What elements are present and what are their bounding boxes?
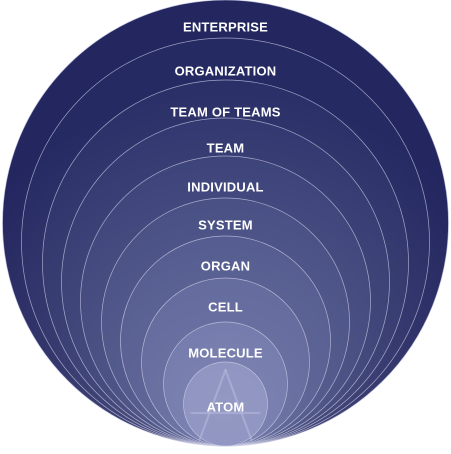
level-label-1: ENTERPRISE xyxy=(183,19,268,34)
level-label-3: TEAM OF TEAMS xyxy=(170,104,280,119)
level-label-6: SYSTEM xyxy=(198,217,253,232)
level-label-9: MOLECULE xyxy=(188,345,263,360)
level-label-4: TEAM xyxy=(207,140,245,155)
atom-mark-stroke xyxy=(198,368,227,442)
level-label-2: ORGANIZATION xyxy=(175,63,277,78)
level-label-8: CELL xyxy=(208,299,243,314)
atom-mark-icon xyxy=(190,368,261,442)
level-label-10: ATOM xyxy=(207,399,245,414)
level-label-7: ORGAN xyxy=(201,258,250,273)
level-label-5: INDIVIDUAL xyxy=(187,179,263,194)
atom-mark-stroke xyxy=(224,368,253,442)
